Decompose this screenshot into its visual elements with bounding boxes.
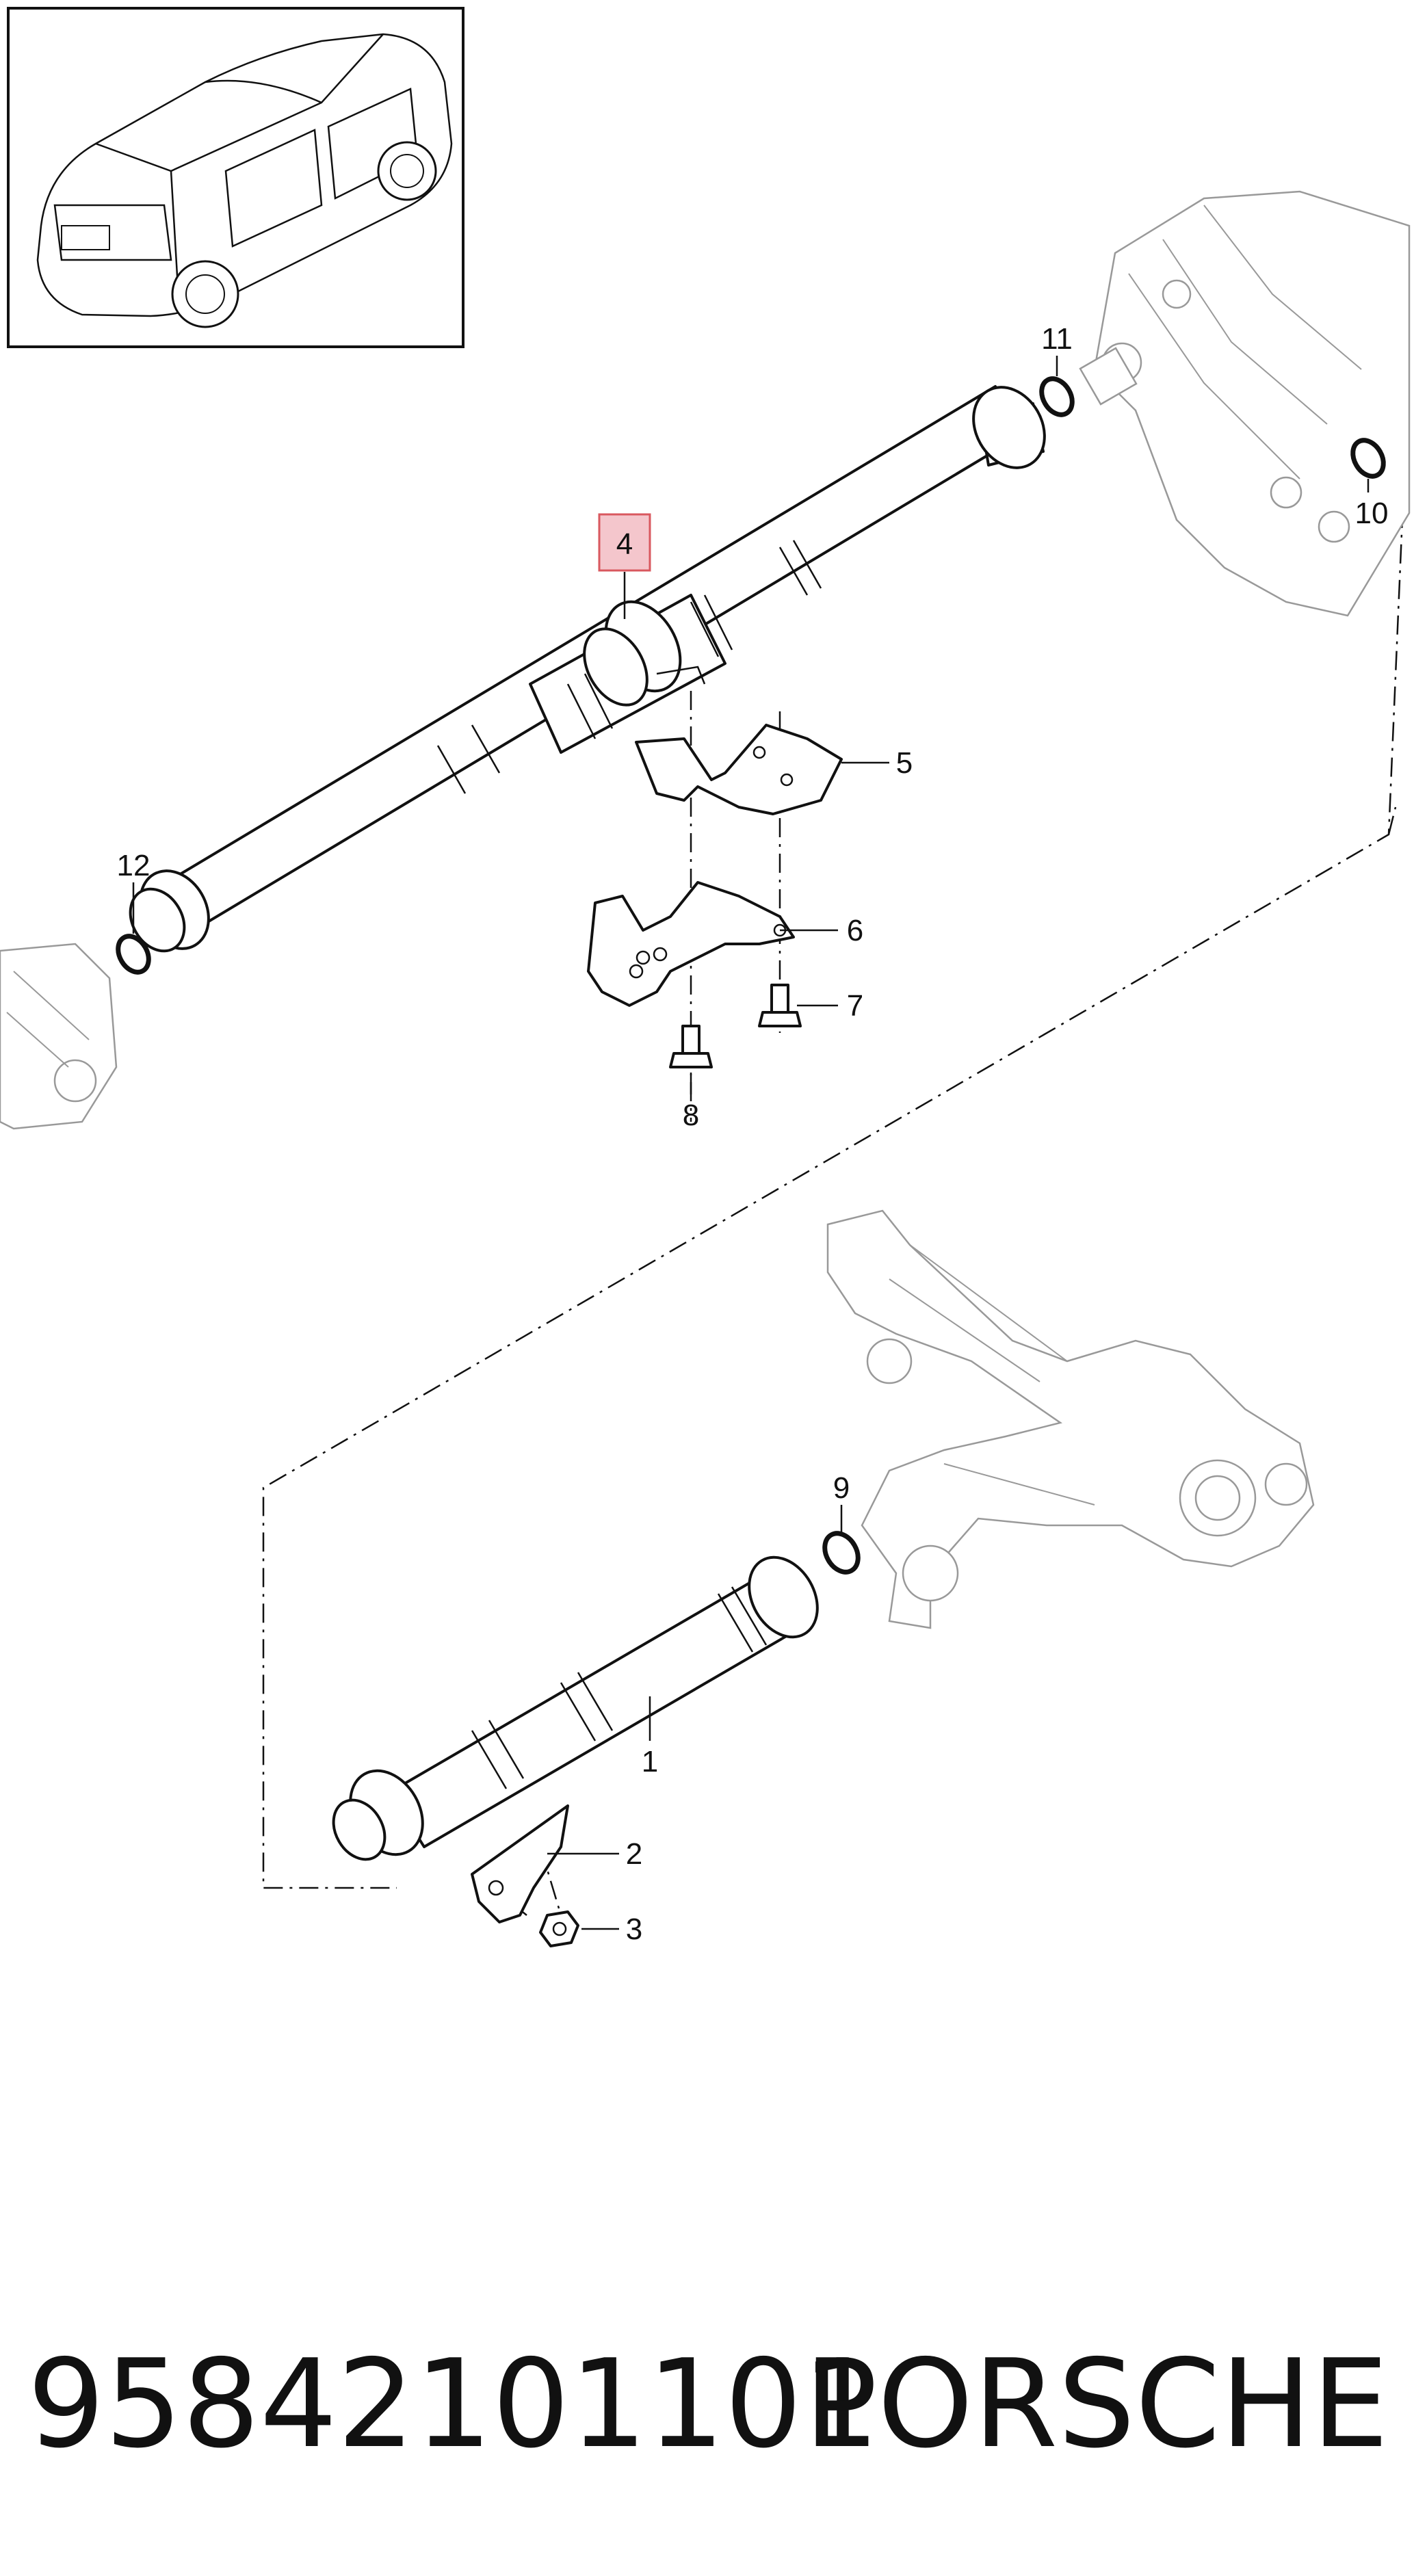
vehicle-thumbnail [7, 7, 464, 348]
footer: 95842101101 PORSCHE [27, 2329, 1389, 2480]
callout-12: 12 [117, 849, 150, 882]
bracket-part-6 [587, 881, 795, 1007]
part-number: 95842101101 [27, 2333, 880, 2475]
callout-4-highlight [598, 513, 651, 572]
callout-9: 9 [833, 1471, 850, 1505]
bracket-part-5 [635, 724, 843, 815]
callout-5: 5 [896, 746, 913, 780]
callout-8: 8 [683, 1099, 699, 1132]
callout-4: 4 [616, 527, 633, 561]
brand-name: PORSCHE [804, 2333, 1389, 2475]
callout-6: 6 [847, 914, 863, 947]
seal-ring-part-9 [822, 1531, 861, 1575]
front-axle-housing [0, 943, 118, 1130]
callout-leaders [132, 356, 1370, 1930]
callout-11: 11 [1041, 322, 1073, 356]
seal-ring-part-12 [116, 934, 151, 975]
center-bearing-assembly [529, 594, 733, 754]
transfer-case [1079, 190, 1411, 617]
seal-ring-part-11 [1039, 376, 1075, 417]
callout-3: 3 [626, 1913, 642, 1946]
callout-labels: 1 2 3 4 5 6 7 8 9 10 11 12 [117, 322, 1389, 1946]
seal-ring-part-10 [1350, 438, 1386, 479]
bolt-part-7 [758, 984, 802, 1027]
callout-7: 7 [847, 989, 863, 1023]
rear-axle-assembly [826, 1209, 1315, 1629]
callout-10: 10 [1355, 497, 1389, 530]
assembly-guide-lines [262, 437, 1407, 1916]
callout-2: 2 [626, 1837, 642, 1871]
bolt-part-8 [669, 1025, 713, 1068]
nut-part-3 [539, 1910, 579, 1947]
bracket-part-2 [471, 1804, 569, 1923]
rear-propeller-shaft-part-1 [332, 1555, 819, 1861]
callout-1: 1 [642, 1745, 658, 1778]
